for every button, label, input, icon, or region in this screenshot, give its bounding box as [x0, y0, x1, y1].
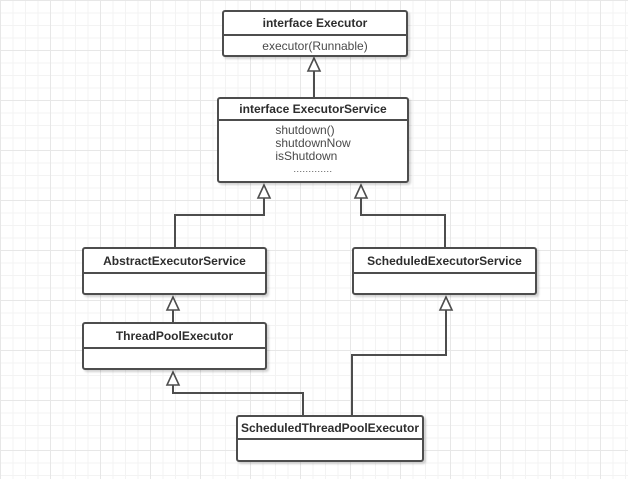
edge-scheduledthreadpoolexecutor-to-threadpoolexecutor[interactable]: [165, 370, 304, 415]
class-members: executor(Runnable): [224, 34, 406, 55]
class-title: interface ExecutorService: [239, 102, 387, 116]
edge-abstractexecutorservice-to-executorservice[interactable]: [174, 183, 272, 247]
edge-scheduledexecutorservice-to-executorservice[interactable]: [353, 183, 446, 247]
generalization-arrowhead-icon: [306, 56, 322, 72]
class-box-scheduledthreadpoolexecutor[interactable]: ScheduledThreadPoolExecutor: [236, 415, 424, 462]
edge-executorservice-to-executor[interactable]: [306, 56, 322, 97]
class-box-executorservice[interactable]: interface ExecutorService shutdown() shu…: [217, 97, 409, 183]
class-member-ellipsis: .............: [293, 164, 333, 174]
generalization-arrowhead-icon: [256, 183, 272, 199]
class-members: [84, 347, 265, 368]
edge-scheduledthreadpoolexecutor-to-scheduledexecutorservice[interactable]: [351, 295, 454, 415]
class-member: shutdown(): [275, 123, 335, 137]
class-members: shutdown() shutdownNow isShutdown ......…: [219, 119, 407, 181]
class-members: [238, 438, 422, 460]
class-title: AbstractExecutorService: [103, 253, 246, 268]
class-title: ThreadPoolExecutor: [115, 328, 234, 343]
generalization-arrowhead-icon: [165, 295, 181, 311]
edge-threadpoolexecutor-to-abstractexecutorservice[interactable]: [165, 295, 181, 322]
class-box-abstractexecutorservice[interactable]: AbstractExecutorService: [82, 247, 267, 295]
class-box-threadpoolexecutor[interactable]: ThreadPoolExecutor: [82, 322, 267, 370]
class-member: isShutdown: [275, 149, 338, 163]
class-members: [84, 272, 265, 293]
class-members: [354, 272, 535, 293]
class-box-executor[interactable]: interface Executor executor(Runnable): [222, 10, 408, 57]
class-title: interface Executor: [262, 16, 368, 30]
class-title: ScheduledExecutorService: [367, 253, 522, 268]
class-member: executor(Runnable): [262, 38, 368, 53]
generalization-arrowhead-icon: [165, 370, 181, 386]
generalization-arrowhead-icon: [438, 295, 454, 311]
class-box-scheduledexecutorservice[interactable]: ScheduledExecutorService: [352, 247, 537, 295]
class-member: shutdownNow: [275, 136, 351, 150]
generalization-arrowhead-icon: [353, 183, 369, 199]
class-title: ScheduledThreadPoolExecutor: [240, 420, 420, 435]
